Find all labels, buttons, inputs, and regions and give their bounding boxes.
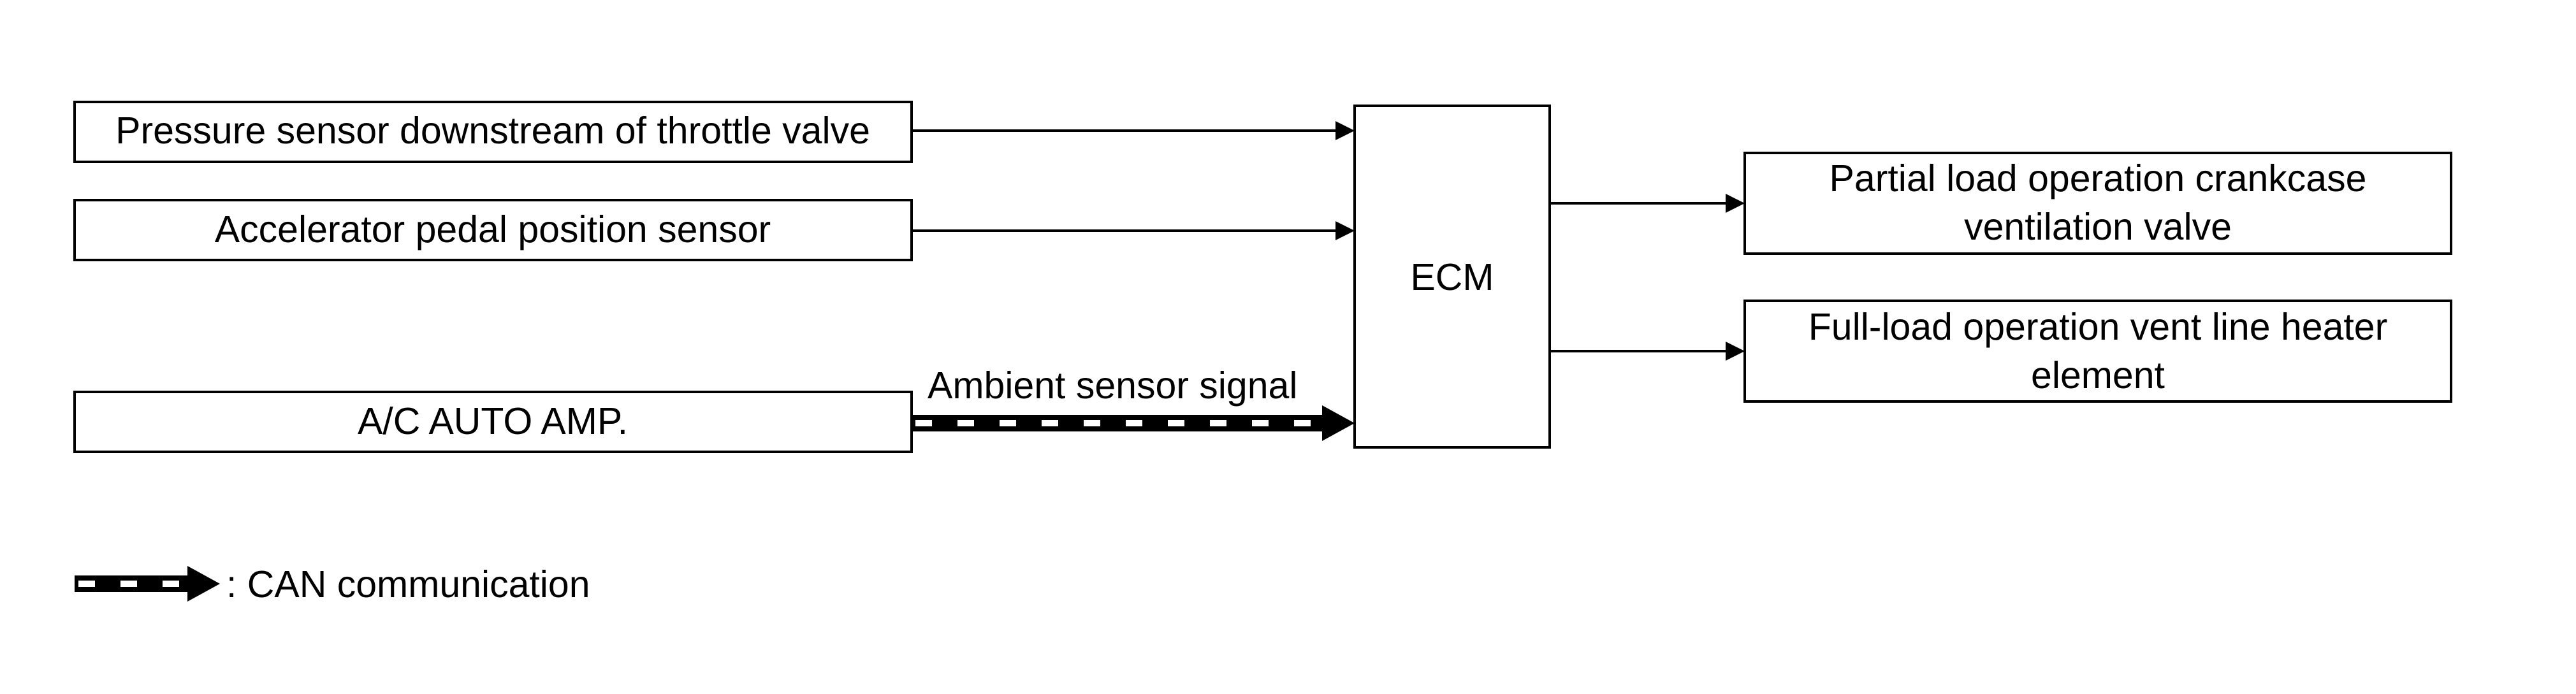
pressure-sensor-box: Pressure sensor downstream of throttle v…: [73, 101, 913, 163]
ecm-box: ECM: [1353, 105, 1551, 449]
full-load-heater-arrow: [1550, 342, 1745, 361]
accelerator-sensor-label: Accelerator pedal position sensor: [215, 208, 771, 250]
can-communication-arrow: [912, 405, 1355, 441]
accelerator-sensor-arrow: [912, 221, 1355, 240]
can-legend-symbol: [75, 566, 220, 602]
pressure-sensor-arrow: [912, 121, 1355, 140]
can-legend-label: : CAN communication: [226, 563, 590, 605]
ambient-sensor-signal-label: Ambient sensor signal: [928, 365, 1297, 407]
full-load-heater-label-line-1: Full-load operation vent line heater: [1808, 306, 2388, 348]
accelerator-sensor-box: Accelerator pedal position sensor: [73, 199, 913, 261]
partial-load-valve-box: Partial load operation crankcase ventila…: [1743, 152, 2452, 255]
full-load-heater-box: Full-load operation vent line heater ele…: [1743, 300, 2452, 403]
can-legend: : CAN communication: [75, 563, 590, 605]
ac-auto-amp-box: A/C AUTO AMP.: [73, 391, 913, 453]
pressure-sensor-label: Pressure sensor downstream of throttle v…: [115, 110, 870, 152]
full-load-heater-label-line-2: element: [2031, 354, 2165, 396]
partial-load-valve-label-line-2: ventilation valve: [1964, 206, 2232, 248]
partial-load-valve-label-line-1: Partial load operation crankcase: [1830, 157, 2367, 199]
ecm-label: ECM: [1410, 256, 1494, 298]
partial-load-valve-arrow: [1550, 194, 1745, 213]
ac-auto-amp-label: A/C AUTO AMP.: [358, 400, 628, 442]
